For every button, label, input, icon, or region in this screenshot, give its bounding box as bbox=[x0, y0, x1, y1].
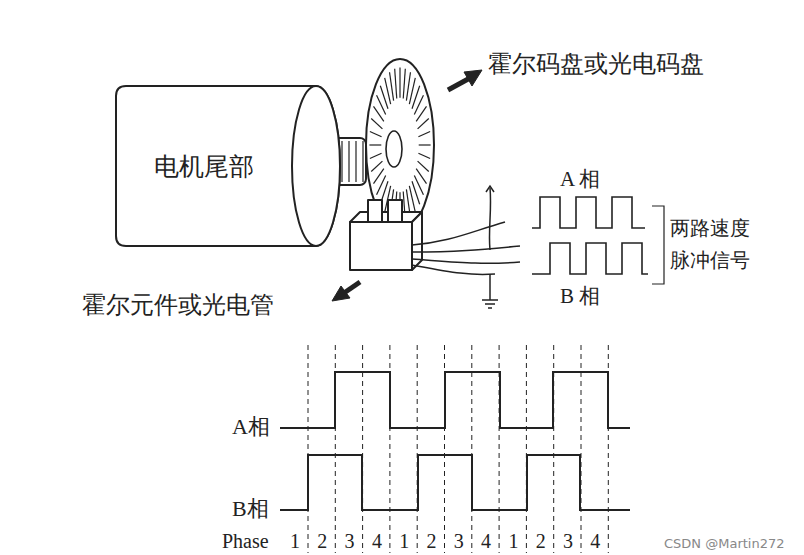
phase-number: 2 bbox=[427, 530, 437, 553]
disc-slot bbox=[395, 69, 397, 99]
gear-tooth bbox=[348, 141, 349, 182]
cylinder-body bbox=[116, 86, 340, 246]
pulse-waveform bbox=[532, 197, 664, 284]
disc-slot bbox=[369, 144, 381, 145]
disc-slot bbox=[377, 175, 386, 194]
signal-note: 两路速度 脉冲信号 bbox=[670, 212, 756, 276]
gear-tooth bbox=[362, 141, 363, 182]
hall-sensor bbox=[350, 200, 422, 270]
cylinder-end bbox=[292, 86, 340, 246]
callout-arrow bbox=[332, 70, 482, 301]
phase-divider bbox=[471, 345, 472, 553]
phase-number: 2 bbox=[317, 530, 327, 553]
phase-divider bbox=[362, 345, 363, 553]
phase-number: 3 bbox=[563, 530, 573, 553]
disc-slot bbox=[371, 119, 382, 129]
disc-slot bbox=[418, 119, 429, 129]
motor-label: 电机尾部 bbox=[154, 150, 254, 183]
disc-slot bbox=[419, 144, 431, 145]
disc-slot bbox=[418, 153, 430, 158]
code-disc bbox=[366, 59, 434, 231]
disc-slot bbox=[370, 153, 382, 158]
phase-number: 4 bbox=[590, 530, 600, 553]
disc-slot bbox=[418, 132, 430, 137]
disc-slot bbox=[371, 161, 382, 171]
phase-number: 1 bbox=[290, 530, 300, 553]
disc-slot bbox=[406, 72, 410, 100]
disc-slot bbox=[414, 95, 423, 114]
axis-label: Phase bbox=[222, 530, 269, 553]
disc-slot bbox=[390, 72, 394, 100]
disc-slot bbox=[399, 68, 400, 98]
phase-number: 1 bbox=[508, 530, 518, 553]
gear-tooth bbox=[341, 141, 342, 182]
watermark: CSDN @Martin272 bbox=[664, 537, 785, 552]
phase-divider bbox=[417, 345, 418, 553]
signal-name: A 相 bbox=[560, 167, 600, 191]
gear-tooth bbox=[355, 141, 356, 182]
motor-body: 电机尾部 bbox=[112, 82, 344, 250]
node-text-wrap: 电机尾部 bbox=[122, 82, 286, 250]
phase-dividers bbox=[308, 345, 608, 553]
disc-slot bbox=[385, 78, 391, 104]
sensor-wires bbox=[412, 186, 520, 308]
disc-slot bbox=[373, 169, 383, 184]
disc-slot bbox=[403, 69, 405, 99]
disc-slot bbox=[370, 132, 382, 137]
signal-name: A相 bbox=[232, 414, 270, 439]
disc-slot bbox=[409, 186, 415, 212]
signal-name: B 相 bbox=[560, 284, 600, 308]
timing-waveform bbox=[280, 372, 630, 510]
phase-divider bbox=[526, 345, 527, 553]
phase-number: 4 bbox=[372, 530, 382, 553]
disc-slot bbox=[416, 106, 426, 121]
phase-divider bbox=[581, 345, 582, 553]
phase-number: 3 bbox=[454, 530, 464, 553]
phase-number: 4 bbox=[481, 530, 491, 553]
phase-number: 2 bbox=[536, 530, 546, 553]
disc-slot bbox=[418, 161, 429, 171]
callout-label: 霍尔码盘或光电码盘 bbox=[488, 51, 704, 79]
callout-label: 霍尔元件或光电管 bbox=[82, 292, 274, 320]
phase-number: 3 bbox=[345, 530, 355, 553]
phase-number: 1 bbox=[399, 530, 409, 553]
signal-name: B相 bbox=[232, 496, 269, 521]
phase-divider bbox=[308, 345, 309, 553]
